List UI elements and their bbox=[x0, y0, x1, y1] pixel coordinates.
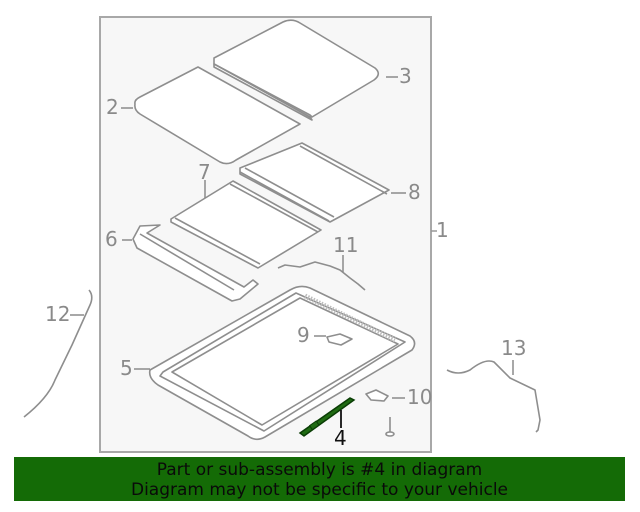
callout-5[interactable]: 5 bbox=[120, 356, 133, 380]
callout-4[interactable]: 4 bbox=[334, 426, 347, 450]
callout-3[interactable]: 3 bbox=[399, 64, 412, 88]
callout-9[interactable]: 9 bbox=[297, 323, 310, 347]
notice-banner: Part or sub-assembly is #4 in diagram Di… bbox=[14, 457, 625, 501]
part-7-sunshade[interactable] bbox=[170, 180, 322, 269]
bolt bbox=[385, 417, 395, 437]
callout-12[interactable]: 12 bbox=[45, 302, 71, 326]
banner-line-1: Part or sub-assembly is #4 in diagram bbox=[156, 460, 483, 480]
part-13-drain-hose[interactable] bbox=[446, 360, 541, 433]
part-8-sunshade[interactable] bbox=[239, 142, 390, 223]
callout-6[interactable]: 6 bbox=[105, 227, 118, 251]
callout-8[interactable]: 8 bbox=[408, 180, 421, 204]
callout-11[interactable]: 11 bbox=[333, 233, 359, 257]
callout-7[interactable]: 7 bbox=[198, 160, 211, 184]
part-5-frame[interactable] bbox=[148, 285, 416, 441]
parts-diagram bbox=[23, 16, 541, 453]
part-10-bracket[interactable] bbox=[365, 389, 389, 402]
callout-13[interactable]: 13 bbox=[501, 336, 527, 360]
callout-1[interactable]: 1 bbox=[436, 218, 449, 242]
part-4-highlighted[interactable] bbox=[298, 397, 356, 437]
part-3-glass-panel[interactable] bbox=[213, 19, 380, 121]
part-6-wind-deflector[interactable] bbox=[132, 224, 259, 302]
part-2-glass-panel[interactable] bbox=[134, 66, 301, 165]
part-9-bracket[interactable] bbox=[326, 333, 353, 346]
banner-line-2: Diagram may not be specific to your vehi… bbox=[130, 480, 508, 500]
callout-10[interactable]: 10 bbox=[407, 385, 433, 409]
part-11-harness[interactable] bbox=[277, 261, 366, 291]
part-12-drain-hose[interactable] bbox=[23, 289, 93, 418]
callout-2[interactable]: 2 bbox=[106, 95, 119, 119]
